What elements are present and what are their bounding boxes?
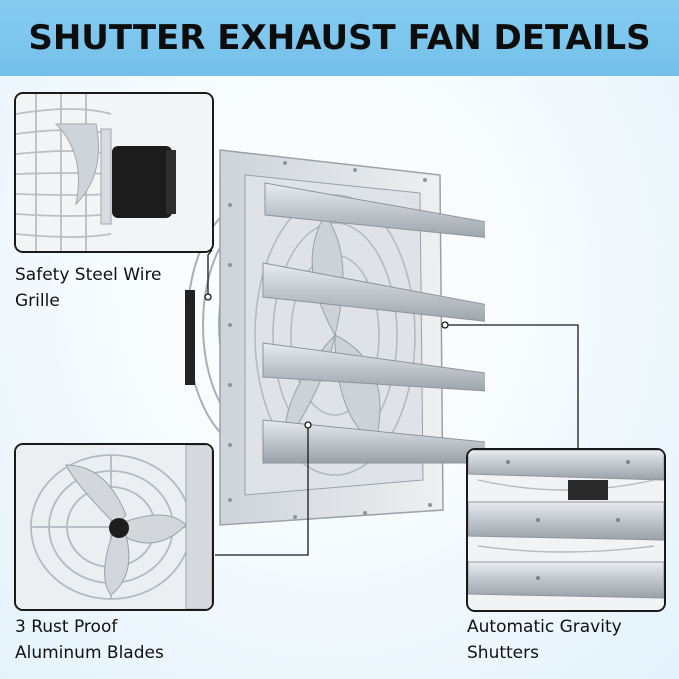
caption-blades: 3 Rust Proof Aluminum Blades [15, 614, 164, 666]
caption-shutters-line1: Automatic Gravity [467, 617, 622, 637]
shutter-fan-illustration [185, 149, 485, 526]
caption-grille-line1: Safety Steel Wire [15, 265, 162, 285]
grille-closeup-image [16, 94, 212, 251]
grille-closeup [14, 92, 214, 253]
caption-shutters-line2: Shutters [467, 643, 539, 663]
blades-closeup-image [16, 445, 212, 609]
shutters-closeup [466, 448, 666, 612]
caption-shutters: Automatic Gravity Shutters [467, 614, 622, 666]
page-title: SHUTTER EXHAUST FAN DETAILS [28, 18, 651, 58]
title-banner: SHUTTER EXHAUST FAN DETAILS [0, 0, 679, 76]
caption-blades-line2: Aluminum Blades [15, 643, 164, 663]
caption-grille: Safety Steel Wire Grille [15, 262, 162, 314]
blades-closeup [14, 443, 214, 611]
shutters-closeup-image [468, 450, 664, 610]
caption-grille-line2: Grille [15, 291, 60, 311]
caption-blades-line1: 3 Rust Proof [15, 617, 118, 637]
